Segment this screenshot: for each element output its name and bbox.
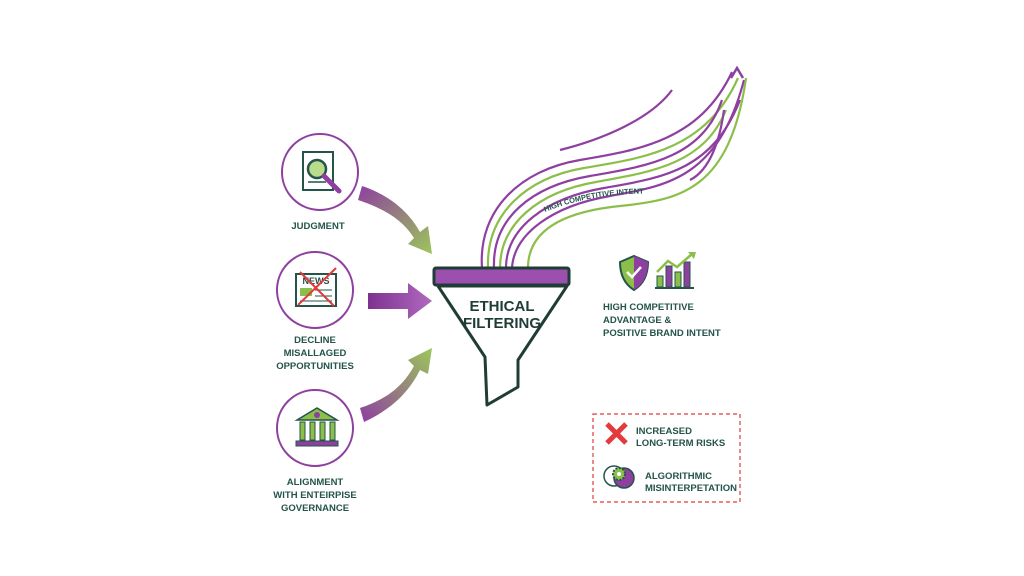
svg-text:WITH ENTEIRPISE: WITH ENTEIRPISE (273, 490, 356, 501)
svg-text:GOVERNANCE: GOVERNANCE (281, 503, 349, 514)
shield-check-icon (618, 254, 650, 292)
bank-building-icon (294, 407, 340, 447)
svg-text:FILTERING: FILTERING (463, 315, 541, 332)
svg-text:ALIGNMENT: ALIGNMENT (287, 477, 344, 488)
svg-text:MISINTERPETATION: MISINTERPETATION (645, 483, 737, 494)
brain-gear-icon (603, 465, 635, 489)
svg-text:ALGORITHMIC: ALGORITHMIC (645, 471, 712, 482)
svg-text:DECLINE: DECLINE (294, 335, 336, 346)
outcome: HIGH COMPETITIVE ADVANTAGE & POSITIVE BR… (603, 252, 721, 339)
red-x-icon (605, 422, 628, 445)
risks-box: INCREASED LONG-TERM RISKS ALGORITHMIC MI… (592, 413, 741, 503)
input-label: JUDGMENT (291, 221, 345, 232)
growth-chart-icon (655, 252, 696, 289)
svg-text:ETHICAL: ETHICAL (470, 298, 535, 315)
input-alignment: ALIGNMENT WITH ENTEIRPISE GOVERNANCE (273, 389, 357, 514)
input-judgment: JUDGMENT (281, 133, 359, 232)
crossed-news-icon: NEWS (295, 267, 337, 307)
svg-text:POSITIVE BRAND INTENT: POSITIVE BRAND INTENT (603, 328, 721, 339)
svg-text:INCREASED: INCREASED (636, 426, 692, 437)
svg-text:NEWS: NEWS (303, 276, 330, 286)
svg-text:ADVANTAGE &: ADVANTAGE & (603, 315, 671, 326)
svg-text:MISALLAGED: MISALLAGED (284, 348, 347, 359)
document-magnifier-icon (302, 151, 342, 194)
svg-text:OPPORTUNITIES: OPPORTUNITIES (276, 361, 354, 372)
arrow-top (358, 186, 432, 254)
input-decline: NEWS DECLINE MISALLAGED OPPORTUNITIES (276, 251, 354, 372)
svg-text:LONG-TERM RISKS: LONG-TERM RISKS (636, 438, 725, 449)
competitive-intent-streams (480, 65, 748, 269)
svg-text:HIGH COMPETITIVE: HIGH COMPETITIVE (603, 302, 694, 313)
arrow-bottom (360, 348, 432, 422)
ethical-filtering-funnel: ETHICAL FILTERING (432, 266, 571, 407)
arrow-middle (368, 283, 432, 319)
